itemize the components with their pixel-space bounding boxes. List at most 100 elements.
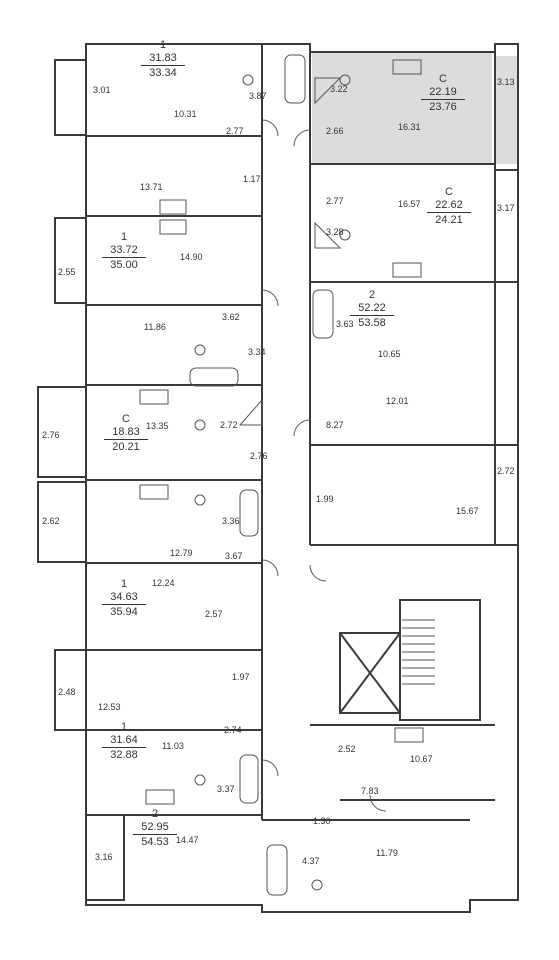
- room-area-label: 13.35: [146, 421, 169, 431]
- apartment-rooms: 2: [368, 289, 376, 301]
- apartment-total: 32.88: [110, 749, 138, 761]
- apartment-living: 22.19: [421, 87, 465, 100]
- apartment-rooms: С: [445, 186, 453, 198]
- room-area-label: 8.27: [326, 420, 344, 430]
- room-area-label: 4.37: [302, 856, 320, 866]
- room-area-label: 2.72: [220, 420, 238, 430]
- highlighted-balcony: [494, 56, 518, 164]
- toilet-icon: [311, 879, 323, 891]
- stove-icon: [392, 59, 422, 75]
- room-area-label: 3.17: [497, 203, 515, 213]
- stove-icon: [159, 219, 187, 235]
- highlighted-apartment: [312, 52, 492, 164]
- apartment-total: 54.53: [141, 836, 169, 848]
- apartment-living: 22.62: [427, 200, 471, 213]
- apartment-rooms: С: [439, 73, 447, 85]
- bathtub-icon: [239, 489, 259, 537]
- bathtub-icon: [312, 289, 334, 339]
- apartment-rooms: 1: [120, 578, 128, 590]
- apartment-living: 34.63: [102, 592, 146, 605]
- apartment-total: 20.21: [112, 441, 140, 453]
- apartment-total: 33.34: [149, 67, 177, 79]
- room-area-label: 2.77: [226, 126, 244, 136]
- room-area-label: 12.24: [152, 578, 175, 588]
- apartment-total: 23.76: [429, 101, 457, 113]
- apartment-living: 18.83: [104, 427, 148, 440]
- apartment-living: 31.83: [141, 53, 185, 66]
- apartment-rooms: 1: [120, 721, 128, 733]
- room-area-label: 16.57: [398, 199, 421, 209]
- room-area-label: 10.67: [410, 754, 433, 764]
- toilet-icon: [194, 494, 206, 506]
- stove-icon: [139, 484, 169, 500]
- fixtures: [139, 54, 424, 896]
- room-area-label: 10.65: [378, 349, 401, 359]
- room-area-label: 12.53: [98, 702, 121, 712]
- room-area-label: 3.28: [326, 227, 344, 237]
- bathtub-icon: [266, 844, 288, 896]
- toilet-icon: [194, 774, 206, 786]
- toilet-icon: [194, 344, 206, 356]
- apartment-total: 53.58: [358, 317, 386, 329]
- bathtub-icon: [284, 54, 306, 104]
- room-area-label: 3.37: [217, 784, 235, 794]
- room-area-label: 3.67: [225, 551, 243, 561]
- room-area-label: 2.48: [58, 687, 76, 697]
- room-area-label: 3.63: [336, 319, 354, 329]
- apartment-rooms: 1: [159, 39, 167, 51]
- room-area-label: 11.86: [144, 322, 166, 332]
- room-area-label: 1.17: [243, 174, 261, 184]
- stove-icon: [394, 727, 424, 743]
- room-area-label: 14.47: [176, 835, 199, 845]
- apartment-living: 52.95: [133, 822, 177, 835]
- bathtub-icon: [239, 754, 259, 804]
- room-area-label: 3.34: [248, 347, 266, 357]
- room-area-label: 2.72: [497, 466, 515, 476]
- room-area-label: 3.16: [95, 852, 113, 862]
- room-area-label: 12.79: [170, 548, 193, 558]
- doors: [261, 119, 387, 812]
- room-area-label: 1.99: [316, 494, 334, 504]
- room-area-label: 7.83: [361, 786, 379, 796]
- room-area-label: 3.13: [497, 77, 515, 87]
- room-area-label: 10.31: [174, 109, 197, 119]
- apartment-rooms: 2: [151, 808, 159, 820]
- room-area-label: 3.87: [249, 91, 267, 101]
- apartment-total: 35.00: [110, 259, 138, 271]
- room-area-label: 2.77: [326, 196, 344, 206]
- room-area-label: 2.62: [42, 516, 60, 526]
- apartment-rooms: С: [122, 413, 130, 425]
- apartment-total: 24.21: [435, 214, 463, 226]
- stove-icon: [139, 389, 169, 405]
- room-area-label: 3.62: [222, 312, 240, 322]
- room-area-label: 2.55: [58, 267, 76, 277]
- walls: [37, 43, 519, 913]
- room-area-label: 2.66: [326, 126, 344, 136]
- apartment-rooms: 1: [120, 231, 128, 243]
- shower-icon: [314, 77, 342, 105]
- apartment-living: 33.72: [102, 245, 146, 258]
- room-area-label: 2.52: [338, 744, 356, 754]
- staircase: [402, 619, 435, 685]
- room-area-label: 11.03: [162, 741, 184, 751]
- bathtub-icon: [189, 367, 239, 387]
- room-area-label: 3.22: [330, 84, 348, 94]
- room-area-label: 16.31: [398, 122, 421, 132]
- stove-icon: [159, 199, 187, 215]
- apartment-living: 31.64: [102, 735, 146, 748]
- room-area-label: 14.90: [180, 252, 203, 262]
- room-area-label: 3.36: [222, 516, 240, 526]
- room-area-label: 1.97: [232, 672, 250, 682]
- room-area-label: 3.01: [93, 85, 111, 95]
- room-area-label: 13.71: [140, 182, 163, 192]
- stove-icon: [145, 789, 175, 805]
- toilet-icon: [339, 229, 351, 241]
- stove-icon: [392, 262, 422, 278]
